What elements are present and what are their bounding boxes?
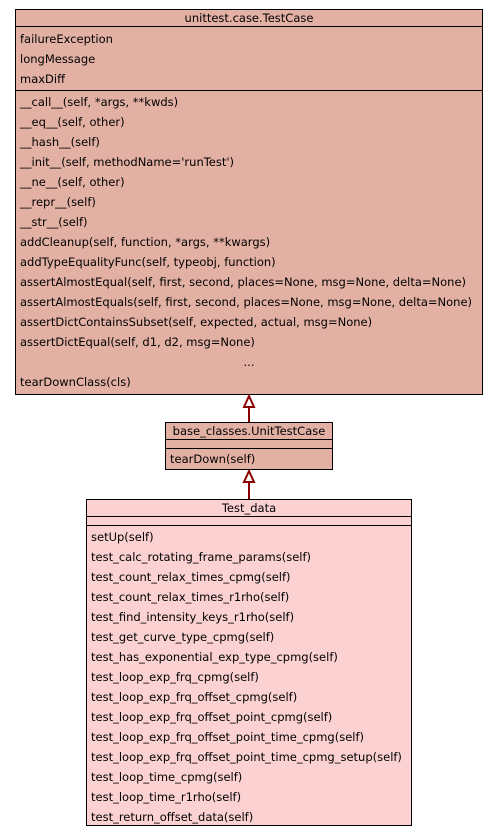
method-row: test_calc_rotating_frame_params(self) [91,550,312,564]
attribute-failureexception: failureException [20,32,113,46]
method-row: test_loop_exp_frq_cpmg(self) [91,670,259,684]
class-name-testcase: unittest.case.TestCase [16,10,482,27]
class-box-unittestcase[interactable]: base_classes.UnitTestCase tearDown(self) [165,422,333,470]
method-row: tearDownClass(cls) [20,375,131,389]
method-row: test_loop_exp_frq_offset_point_cpmg(self… [91,710,333,724]
class-box-testcase[interactable]: unittest.case.TestCase failureException … [15,9,483,395]
method-row: addTypeEqualityFunc(self, typeobj, funct… [20,255,276,269]
class-box-testdata[interactable]: Test_data setUp(self) test_calc_rotating… [86,499,412,826]
method-row: __str__(self) [20,215,88,229]
attributes-section-testcase: failureException longMessage maxDiff [16,27,482,91]
inheritance-arrowhead-testcase [242,393,256,408]
methods-section-testcase: __call__(self, *args, **kwds) __eq__(sel… [16,91,482,392]
class-name-unittestcase: base_classes.UnitTestCase [166,423,332,440]
method-row: test_count_relax_times_r1rho(self) [91,590,290,604]
method-row: test_loop_time_r1rho(self) [91,790,242,804]
method-row: test_count_relax_times_cpmg(self) [91,570,291,584]
method-row: test_loop_exp_frq_offset_point_time_cpmg… [91,750,402,764]
method-row: __hash__(self) [20,135,100,149]
method-row: assertDictEqual(self, d1, d2, msg=None) [20,335,255,349]
method-row: __init__(self, methodName='runTest') [20,155,235,169]
attribute-longmessage: longMessage [20,52,96,66]
method-row: assertDictContainsSubset(self, expected,… [20,315,373,329]
class-name-testdata: Test_data [87,500,411,517]
methods-section-testdata: setUp(self) test_calc_rotating_frame_par… [87,526,411,827]
method-row: tearDown(self) [170,452,256,466]
method-row: test_loop_exp_frq_offset_point_time_cpmg… [91,730,365,744]
method-row: test_find_intensity_keys_r1rho(self) [91,610,295,624]
attribute-maxdiff: maxDiff [20,72,66,86]
method-row: assertAlmostEqual(self, first, second, p… [20,275,467,289]
method-row: addCleanup(self, function, *args, **kwar… [20,235,271,249]
method-row: __repr__(self) [20,195,96,209]
method-row: setUp(self) [91,530,154,544]
attributes-section-testdata [87,517,411,526]
method-row: test_return_offset_data(self) [91,810,254,824]
method-row: __ne__(self, other) [20,175,125,189]
attributes-section-unittestcase [166,440,332,449]
method-ellipsis: ... [243,355,255,369]
method-row: test_loop_exp_frq_offset_cpmg(self) [91,690,298,704]
methods-section-unittestcase: tearDown(self) [166,449,332,469]
method-row: test_has_exponential_exp_type_cpmg(self) [91,650,338,664]
method-row: __eq__(self, other) [20,115,125,129]
method-row: assertAlmostEquals(self, first, second, … [20,295,473,309]
method-row: test_get_curve_type_cpmg(self) [91,630,275,644]
inheritance-arrowhead-unittestcase [242,468,256,483]
method-row: test_loop_time_cpmg(self) [91,770,243,784]
method-row: __call__(self, *args, **kwds) [20,95,179,109]
